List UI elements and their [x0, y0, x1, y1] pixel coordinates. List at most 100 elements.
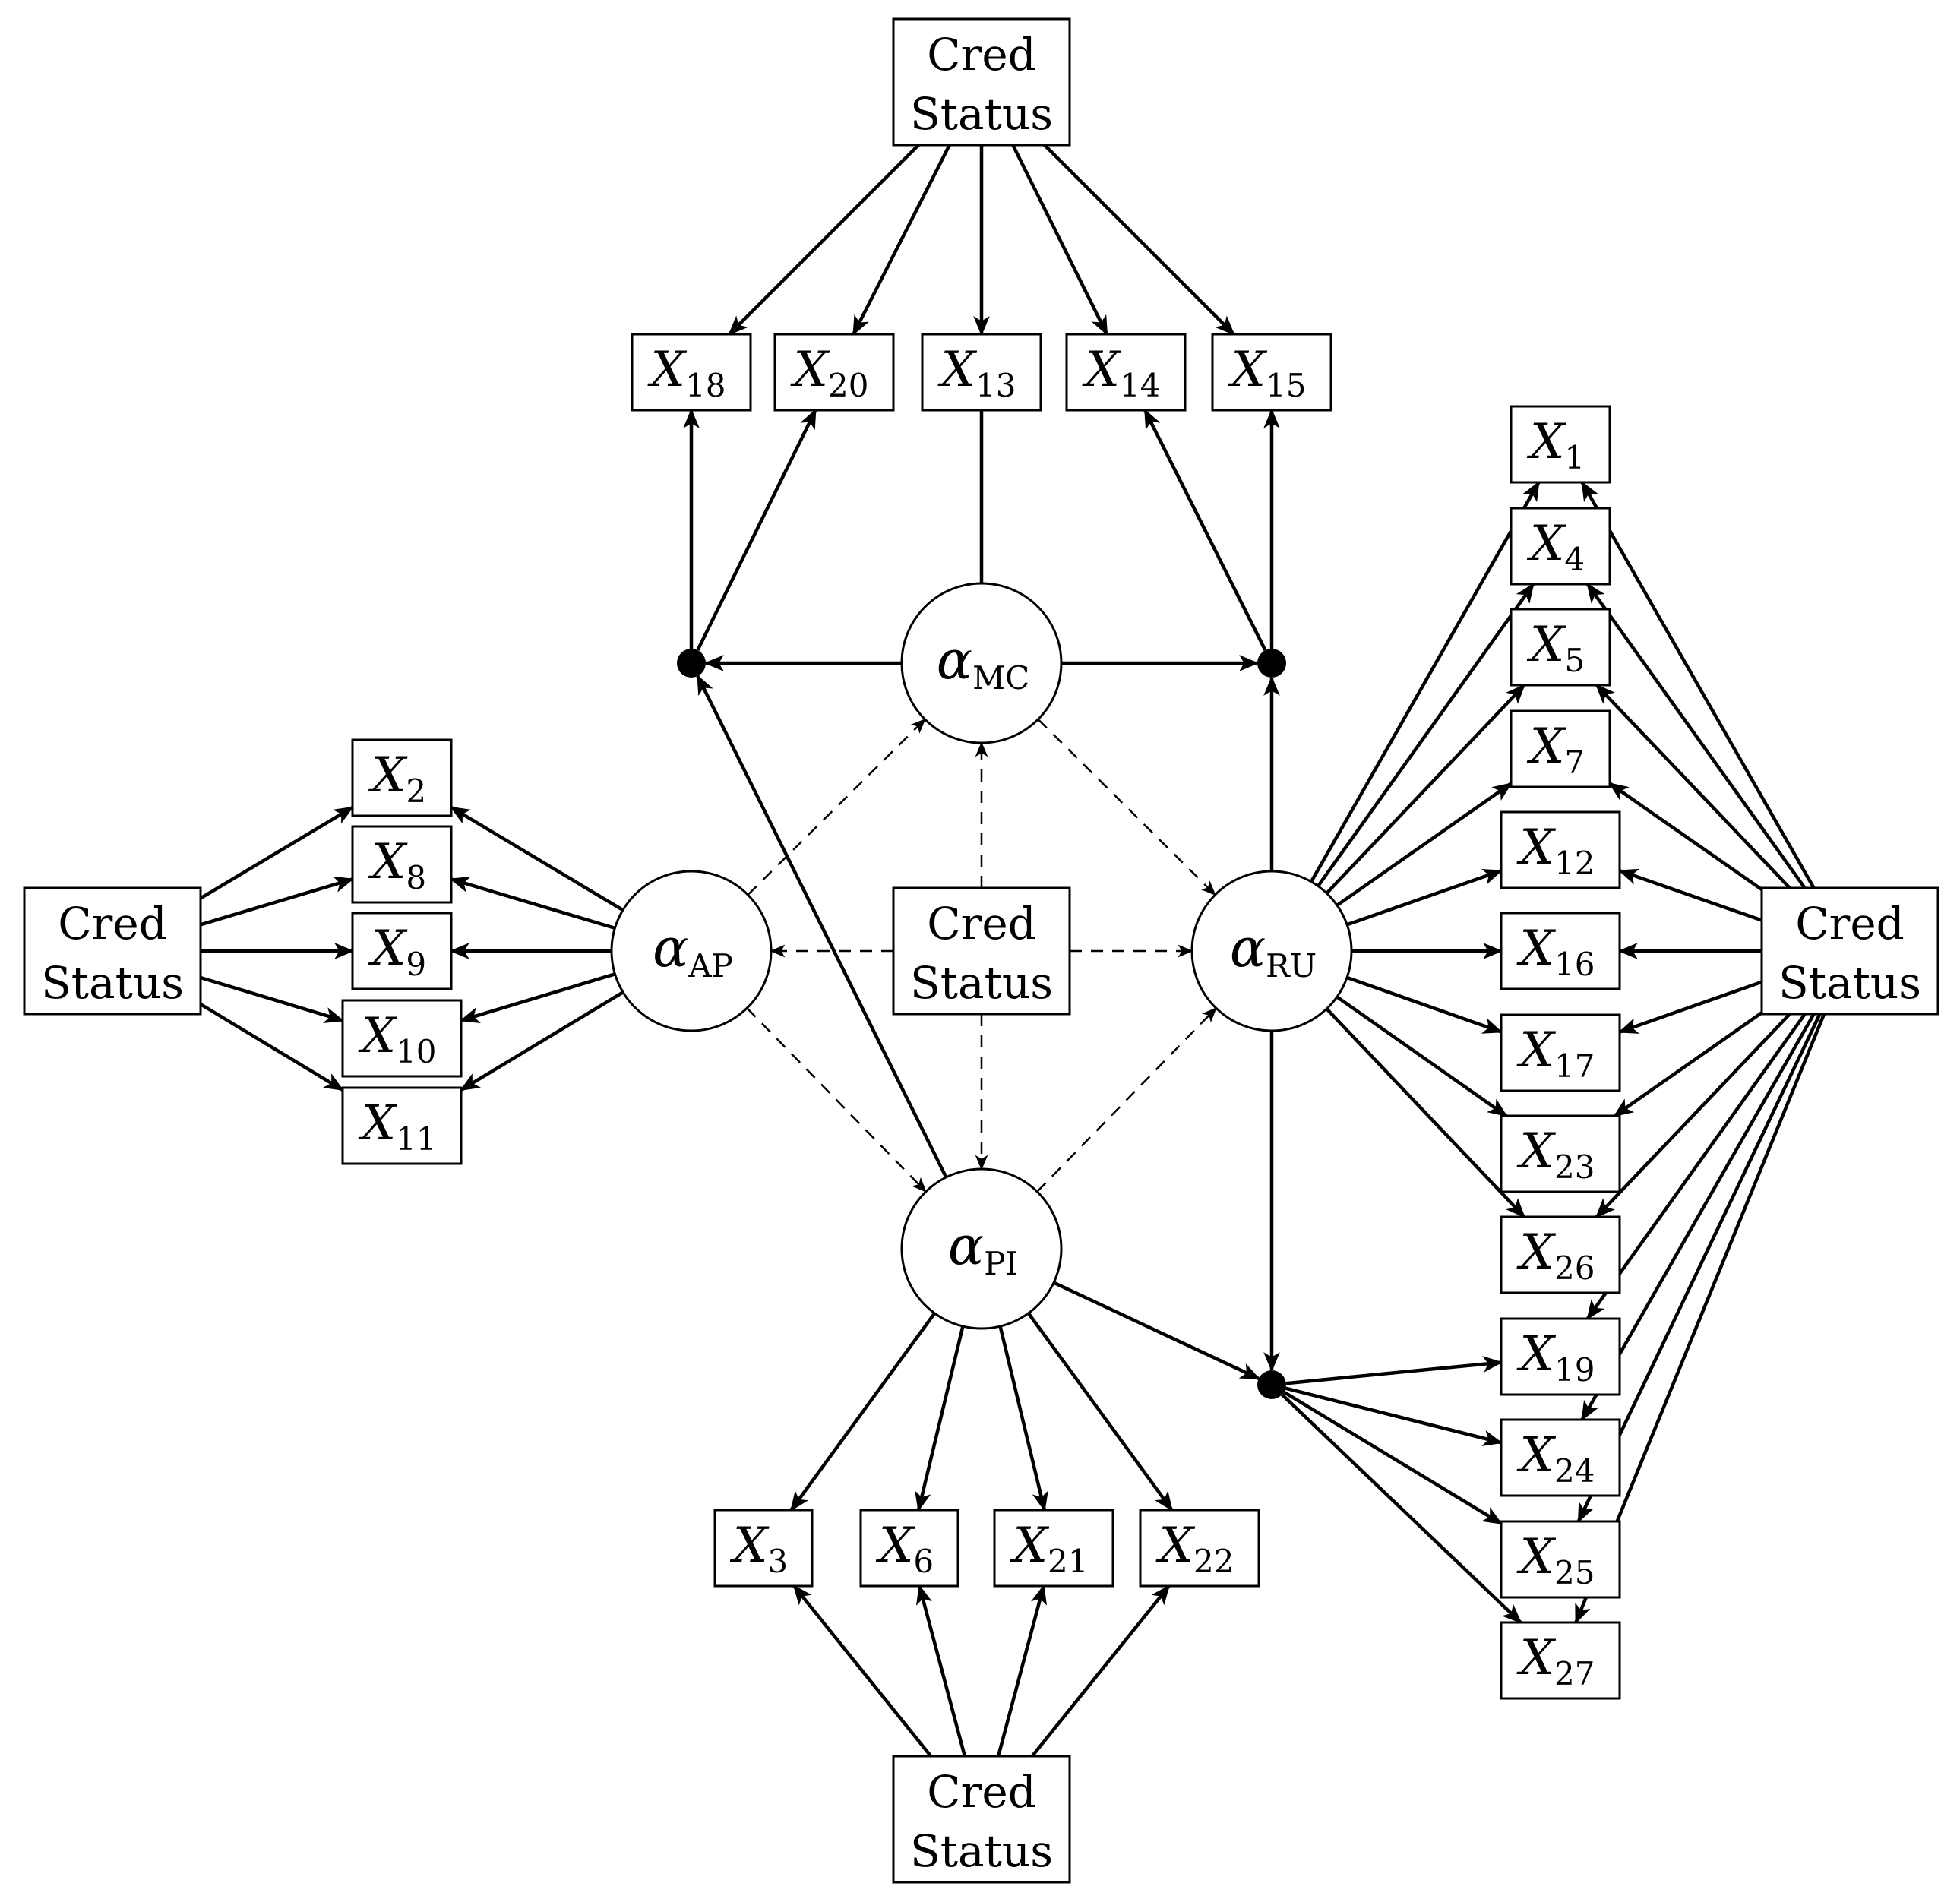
item-box-x11: X11: [341, 1086, 463, 1165]
item-box-x13: X13: [921, 333, 1042, 412]
edge-PI-to-X21: [998, 1325, 1048, 1512]
item-box-x12: X12: [1500, 810, 1621, 889]
item-box-x8: X8: [351, 825, 453, 904]
item-label-x7: X7: [1526, 719, 1585, 781]
item-box-x26: X26: [1500, 1215, 1621, 1294]
item-label-x24: X24: [1516, 1427, 1595, 1490]
edge-cred_top-to-X14: [1011, 144, 1109, 336]
item-box-x19: X19: [1500, 1317, 1621, 1396]
latent-factor-ru: αRU: [1190, 870, 1353, 1032]
latent-label-ru: αRU: [1230, 917, 1317, 984]
edge-cred_right-to-X1: [1580, 481, 1816, 889]
latent-factor-pi: αPI: [900, 1167, 1063, 1330]
item-label-x9: X9: [368, 921, 426, 983]
item-box-x27: X27: [1500, 1621, 1621, 1700]
edge-j_bottom-to-X24: [1285, 1386, 1503, 1446]
item-label-x11: X11: [357, 1095, 436, 1158]
edge-AP-to-X2: [450, 805, 624, 912]
item-label-x14: X14: [1081, 342, 1160, 404]
item-box-x17: X17: [1500, 1013, 1621, 1092]
cred-status-line2: Status: [41, 957, 184, 1009]
cred-status-line2: Status: [910, 957, 1053, 1009]
edge-RU-to-X1: [1310, 481, 1541, 883]
edge-cred_bottom-to-X22: [1030, 1584, 1171, 1758]
edge-cred_right-to-X5: [1595, 684, 1791, 889]
dashed-edge-AP-to-MC: [747, 718, 926, 896]
latent-label-ap: αAP: [653, 917, 733, 984]
edge-cred_bottom-to-X6: [915, 1584, 967, 1757]
item-box-x18: X18: [631, 333, 752, 412]
edge-AP-to-X10: [459, 972, 616, 1023]
edge-j_left_top-to-X20: [696, 409, 817, 651]
item-label-x25: X25: [1516, 1529, 1595, 1591]
item-box-x15: X15: [1211, 333, 1332, 412]
item-label-x18: X18: [646, 342, 726, 404]
cred-status-line2: Status: [1778, 957, 1921, 1009]
item-label-x3: X3: [729, 1518, 788, 1580]
item-box-x14: X14: [1065, 333, 1187, 412]
cred-status-line1: Cred: [1795, 898, 1905, 949]
dashed-edge-AP-to-PI: [746, 1007, 927, 1193]
item-box-x4: X4: [1510, 507, 1611, 586]
edge-cred_right-to-X23: [1613, 1011, 1763, 1117]
dashed-edge-PI-to-RU: [1036, 1007, 1217, 1193]
edge-cred_bottom-to-X21: [996, 1584, 1048, 1757]
edge-cred_top-to-X20: [852, 144, 951, 336]
item-box-x3: X3: [713, 1509, 814, 1588]
item-box-x23: X23: [1500, 1114, 1621, 1193]
latent-factor-ap: αAP: [610, 870, 773, 1032]
cred-status-line1: Cred: [927, 898, 1036, 949]
edge-cred_left-to-X2: [199, 805, 354, 900]
item-box-x9: X9: [351, 912, 453, 990]
edge-RU-to-X5: [1325, 684, 1526, 895]
item-label-x10: X10: [357, 1008, 436, 1070]
item-box-x6: X6: [859, 1509, 959, 1588]
edge-AP-to-X11: [460, 990, 624, 1092]
item-label-x1: X1: [1526, 414, 1585, 476]
latent-label-pi: αPI: [948, 1215, 1018, 1282]
item-box-x21: X21: [993, 1509, 1114, 1588]
edge-PI-to-X22: [1026, 1312, 1174, 1512]
edge-cred_top-to-X15: [1043, 144, 1235, 336]
item-label-x15: X15: [1227, 342, 1306, 404]
item-box-x24: X24: [1500, 1418, 1621, 1497]
edge-j_bottom-to-X19: [1285, 1356, 1503, 1385]
edge-PI-to-j_left_top: [696, 675, 948, 1178]
edge-PI-to-j_bottom: [1053, 1281, 1260, 1380]
item-label-x27: X27: [1516, 1630, 1595, 1692]
edge-RU-to-X7: [1336, 782, 1513, 907]
cred-status-line2: Status: [910, 88, 1053, 140]
item-label-x23: X23: [1516, 1123, 1595, 1186]
item-box-x20: X20: [773, 333, 895, 412]
edge-cred_left-to-X8: [200, 876, 355, 927]
item-box-x22: X22: [1139, 1509, 1260, 1588]
cred-status-line1: Cred: [927, 1766, 1036, 1818]
edge-cred_right-to-X4: [1585, 583, 1807, 889]
item-box-x5: X5: [1510, 608, 1611, 687]
item-label-x16: X16: [1516, 921, 1595, 983]
item-label-x5: X5: [1526, 617, 1585, 679]
cred-status-line2: Status: [910, 1825, 1053, 1877]
item-box-x10: X10: [341, 999, 463, 1078]
item-label-x20: X20: [789, 342, 868, 404]
edges-layer: [199, 144, 1826, 1758]
item-label-x8: X8: [368, 834, 426, 896]
edge-RU-to-X23: [1336, 995, 1508, 1117]
edge-RU-to-X26: [1325, 1007, 1526, 1218]
junction-dot-j-left-top: [677, 649, 706, 678]
edge-cred_right-to-X17: [1617, 980, 1762, 1034]
item-label-x4: X4: [1526, 516, 1585, 578]
item-label-x17: X17: [1516, 1022, 1595, 1085]
item-box-x7: X7: [1510, 709, 1611, 788]
edge-j_right_top-to-X14: [1143, 409, 1267, 652]
item-box-x1: X1: [1510, 405, 1611, 484]
edge-cred_top-to-X18: [728, 144, 920, 336]
item-label-x19: X19: [1516, 1326, 1595, 1389]
edge-cred_right-to-X7: [1608, 782, 1763, 891]
